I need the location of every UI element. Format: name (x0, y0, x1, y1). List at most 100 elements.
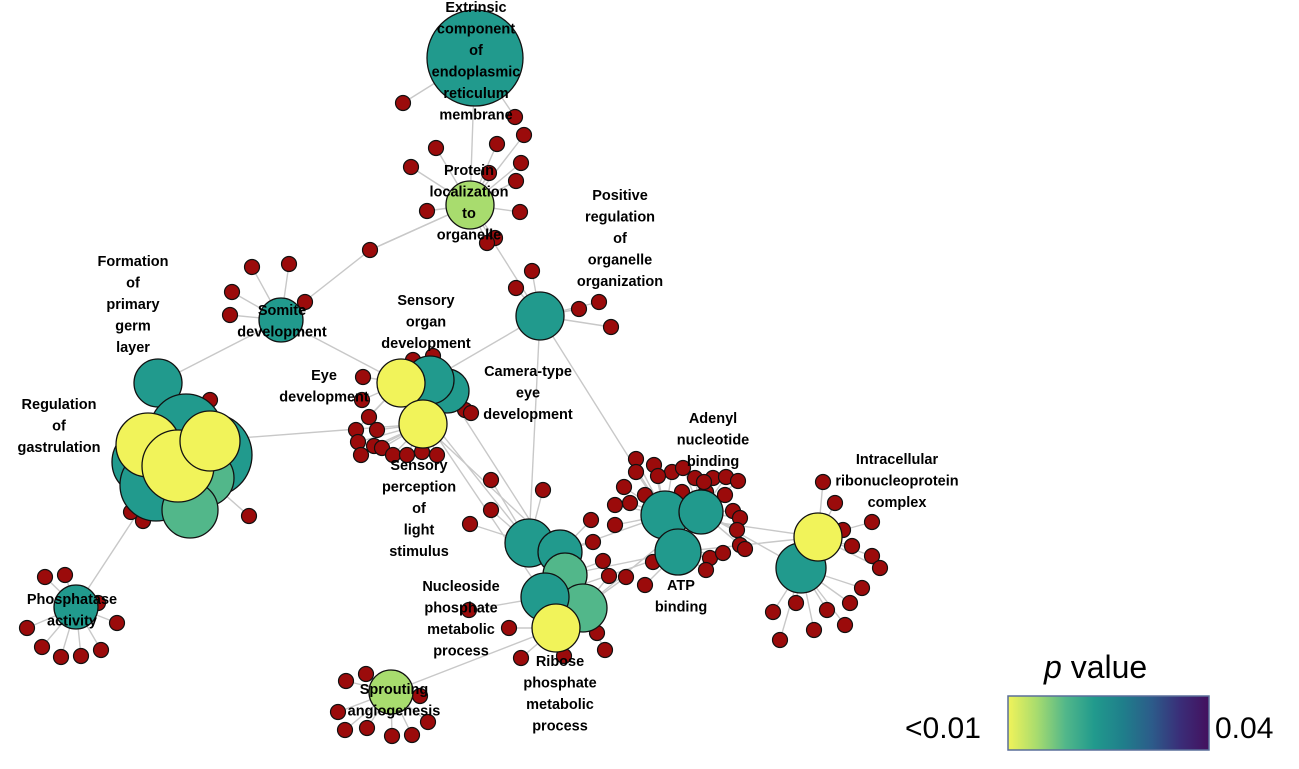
gene-node (512, 154, 530, 172)
gene-node (394, 94, 412, 112)
gene-node (280, 255, 298, 273)
gene-node (507, 172, 525, 190)
gene-node (764, 603, 782, 621)
gene-node (594, 552, 612, 570)
gene-node (523, 262, 541, 280)
legend-max-label: 0.04 (1215, 712, 1273, 745)
term-node-extrinsic (426, 9, 524, 107)
gene-node (570, 300, 588, 318)
gene-node (615, 478, 633, 496)
term-node-sensory-perception (398, 399, 448, 449)
gene-node (500, 619, 518, 637)
gene-node (482, 471, 500, 489)
gene-node (478, 234, 496, 252)
gene-node (771, 631, 789, 649)
legend-color-bar (1007, 695, 1210, 751)
gene-node (354, 368, 372, 386)
gene-node (716, 486, 734, 504)
gene-node (353, 391, 371, 409)
gene-node (617, 568, 635, 586)
gene-node (243, 258, 261, 276)
term-node-somite (258, 297, 304, 343)
gene-node (841, 594, 859, 612)
gene-node (402, 158, 420, 176)
gene-node (72, 647, 90, 665)
gene-node (836, 616, 854, 634)
gene-node (462, 404, 480, 422)
term-node-phosphatase (53, 584, 99, 630)
gene-node (787, 594, 805, 612)
gene-node (728, 521, 746, 539)
gene-node (329, 703, 347, 721)
gene-node (863, 547, 881, 565)
term-node-protein-localization (445, 180, 495, 230)
gene-node (590, 293, 608, 311)
gene-node (636, 576, 654, 594)
term-node-atp (654, 528, 702, 576)
term-nodes (53, 9, 843, 715)
gene-node (419, 713, 437, 731)
term-node-positive-regulation (515, 291, 565, 341)
term-node-adn-b (678, 489, 724, 535)
gene-node (600, 567, 618, 585)
gene-node (240, 507, 258, 525)
gene-node (853, 579, 871, 597)
gene-node (515, 126, 533, 144)
gene-node (511, 203, 529, 221)
gene-node (863, 513, 881, 531)
gene-node (33, 638, 51, 656)
gene-node (805, 621, 823, 639)
gene-node (606, 496, 624, 514)
legend-title: p value (1043, 649, 1147, 685)
gene-node (36, 568, 54, 586)
gene-node (818, 601, 836, 619)
gene-node (621, 494, 639, 512)
gene-node (358, 719, 376, 737)
legend-min-label: <0.01 (905, 712, 981, 745)
gene-node (534, 481, 552, 499)
gene-node (729, 472, 747, 490)
gene-node (56, 566, 74, 584)
gene-node (714, 544, 732, 562)
gene-node (695, 473, 713, 491)
gene-node (337, 672, 355, 690)
gene-node (360, 408, 378, 426)
gene-node (427, 139, 445, 157)
gene-node (403, 726, 421, 744)
term-node-sprouting (368, 669, 414, 715)
gene-node (507, 279, 525, 297)
gene-node (736, 540, 754, 558)
term-node-ribose (531, 603, 581, 653)
p-value-legend: p value <0.01 0.04 (905, 649, 1273, 751)
gene-node (296, 293, 314, 311)
gene-node (649, 467, 667, 485)
gene-node (460, 601, 478, 619)
gene-node (352, 446, 370, 464)
gene-node (814, 473, 832, 491)
gene-node (627, 463, 645, 481)
gene-node (221, 306, 239, 324)
gene-node (383, 727, 401, 745)
gene-node (488, 135, 506, 153)
gene-node (871, 559, 889, 577)
gene-node (584, 533, 602, 551)
gene-node (674, 459, 692, 477)
gene-node (461, 515, 479, 533)
gene-node (582, 511, 600, 529)
gene-node (843, 537, 861, 555)
